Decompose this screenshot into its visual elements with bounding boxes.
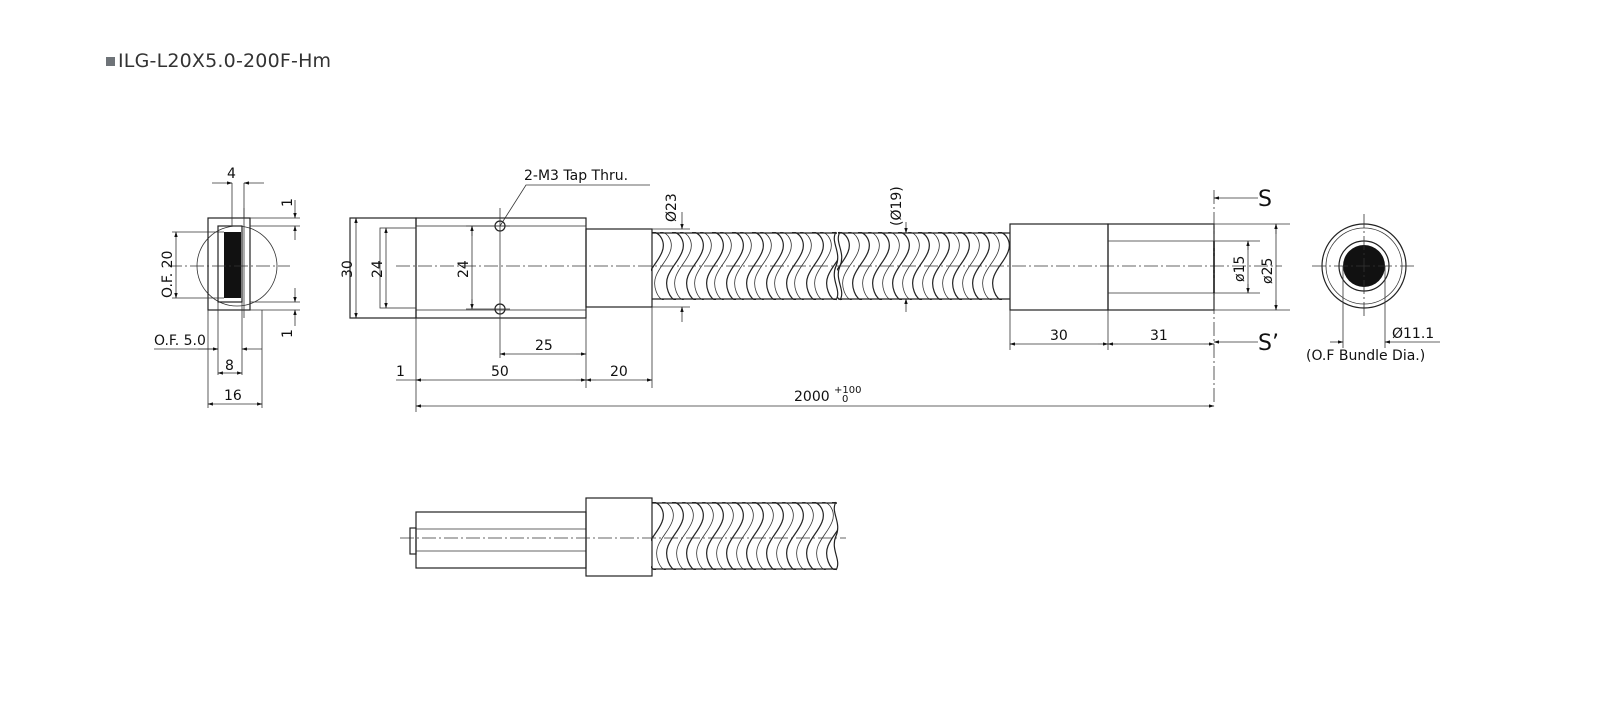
dim-side-8: 8 [225,358,234,374]
bottom-view-hose-break [833,501,839,571]
dim-dia25: ø25 [1260,258,1276,284]
dim-side-1-top: 1 [280,198,296,207]
section-label-s-prime: S’ [1258,331,1279,356]
dim-dia19: (Ø19) [889,186,905,226]
hose-break-2 [837,231,843,301]
front-view [349,184,1290,412]
dim-head-1: 1 [396,364,405,380]
dim-dia11: Ø11.1 [1392,326,1434,342]
dim-side-4: 4 [227,166,236,182]
dim-head-20: 20 [610,364,628,380]
bottom-view-hose [651,502,837,570]
dim-dia23: Ø23 [664,193,680,222]
tail-ferrule [1009,223,1109,311]
dim-overall-tol-lower: 0 [842,394,848,405]
hose-segment-1 [651,232,837,300]
neck [585,228,653,308]
bottom-view-rod [415,511,587,569]
hose-break-1 [833,231,839,301]
tail-tube [1107,223,1215,311]
side-view [154,181,300,408]
dim-tail-31: 31 [1150,328,1168,344]
drawing-title-text: ILG-L20X5.0-200F-Hm [118,50,332,72]
dim-side-of20: O.F. 20 [160,251,176,298]
dim-head-24-inner: 24 [456,260,472,278]
tap-thru-note: 2-M3 Tap Thru. [524,168,628,184]
side-view-frame [207,217,251,311]
dim-side-16: 16 [224,388,242,404]
dim-head-25: 25 [535,338,553,354]
dim-head-30: 30 [340,260,356,278]
dim-side-1-bottom: 1 [280,329,296,338]
dim-side-of50: O.F. 5.0 [154,333,206,349]
hose-segment-2 [837,232,1010,300]
bundle-note: (O.F Bundle Dia.) [1306,348,1425,364]
side-view-fiber [224,232,241,298]
end-view [1312,214,1440,348]
dim-head-50: 50 [491,364,509,380]
drawing-title: ILG-L20X5.0-200F-Hm [106,50,331,72]
section-label-s: S [1258,187,1272,212]
dim-head-24-left: 24 [370,260,386,278]
dim-overall: 2000 [794,389,830,405]
dim-overall-tol-upper: +100 [834,385,861,396]
title-bullet-icon [106,56,115,66]
bottom-view [400,497,846,577]
head-body [415,217,587,319]
dim-dia15: ø15 [1232,256,1248,282]
side-view-inner [217,225,243,303]
dim-tail-30: 30 [1050,328,1068,344]
bottom-view-neck [585,497,653,577]
